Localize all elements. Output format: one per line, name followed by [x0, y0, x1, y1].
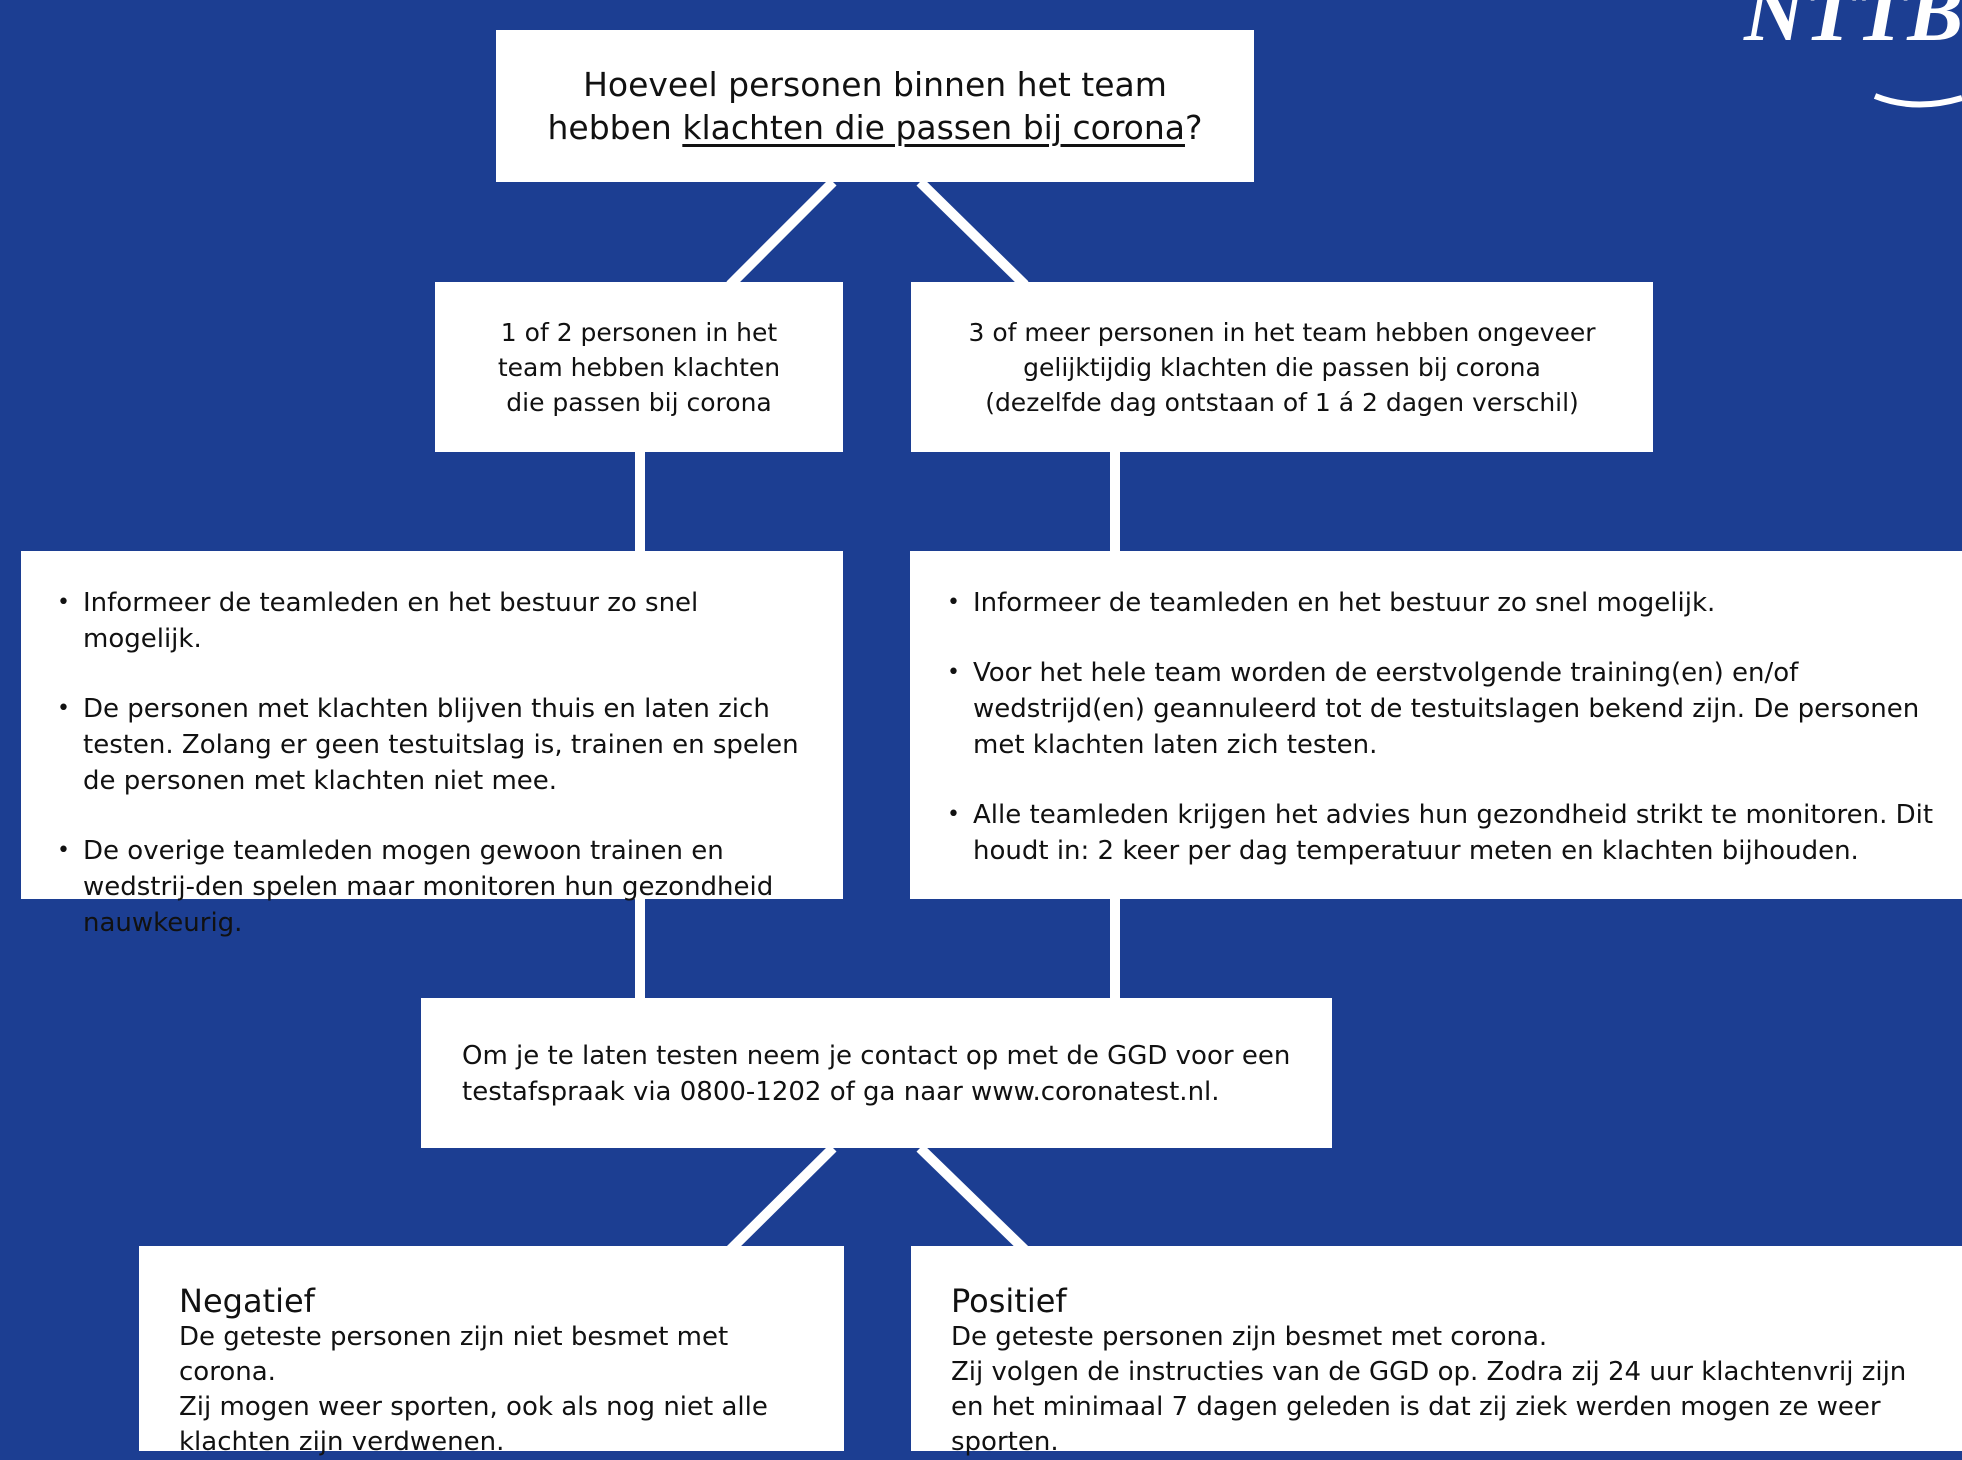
- logo-swoosh: [1873, 93, 1962, 108]
- result-positive-line1: De geteste personen zijn besmet met coro…: [951, 1322, 1548, 1352]
- actions-left-box: Informeer de teamleden en het bestuur zo…: [21, 551, 843, 938]
- actions-left-list: Informeer de teamleden en het bestuur zo…: [57, 585, 813, 941]
- result-positive-title: Positief: [951, 1282, 1067, 1320]
- question-line1: Hoeveel personen binnen het team: [583, 65, 1167, 104]
- actions-left-item: De overige teamleden mogen gewoon traine…: [57, 833, 813, 941]
- question-line2-prefix: hebben: [547, 108, 683, 147]
- result-negative-line1: De geteste personen zijn niet besmet met…: [179, 1322, 729, 1387]
- actions-right-list: Informeer de teamleden en het bestuur zo…: [947, 585, 1942, 869]
- question-underlined-text: klachten die passen bij corona: [682, 108, 1185, 147]
- actions-right-item: Informeer de teamleden en het bestuur zo…: [947, 585, 1942, 621]
- actions-right-item: Voor het hele team worden de eerstvolgen…: [947, 655, 1942, 763]
- result-negative-line2: Zij mogen weer sporten, ook als nog niet…: [179, 1392, 768, 1457]
- test-info-box: Om je te laten testen neem je contact op…: [421, 998, 1332, 1148]
- result-negative-box: Negatief De geteste personen zijn niet b…: [139, 1246, 844, 1457]
- actions-right-item: Alle teamleden krijgen het advies hun ge…: [947, 797, 1942, 869]
- result-positive-box: Positief De geteste personen zijn besmet…: [911, 1246, 1962, 1457]
- option-right-text: 3 of meer personen in het team hebben on…: [968, 317, 1596, 417]
- connector-question-left: [726, 178, 837, 289]
- actions-left-item: Informeer de teamleden en het bestuur zo…: [57, 585, 813, 657]
- actions-right-box: Informeer de teamleden en het bestuur zo…: [910, 551, 1962, 899]
- test-info-text: Om je te laten testen neem je contact op…: [462, 1041, 1291, 1107]
- logo-text: NTTB: [1743, 0, 1962, 59]
- question-line2-suffix: ?: [1184, 108, 1203, 147]
- question-text: Hoeveel personen binnen het team hebben …: [548, 63, 1203, 149]
- nttb-logo: NTTB: [1700, 0, 1962, 115]
- result-negative-title: Negatief: [179, 1282, 315, 1320]
- connector-question-right: [916, 178, 1029, 289]
- question-box: Hoeveel personen binnen het team hebben …: [496, 30, 1254, 182]
- connector-test-positive: [916, 1144, 1029, 1254]
- option-left-text: 1 of 2 personen in het team hebben klach…: [497, 317, 781, 417]
- option-left-box: 1 of 2 personen in het team hebben klach…: [435, 282, 843, 452]
- connector-test-negative: [726, 1144, 837, 1254]
- actions-left-item: De personen met klachten blijven thuis e…: [57, 691, 813, 799]
- option-right-box: 3 of meer personen in het team hebben on…: [911, 282, 1653, 452]
- result-positive-line2: Zij volgen de instructies van de GGD op.…: [951, 1357, 1907, 1457]
